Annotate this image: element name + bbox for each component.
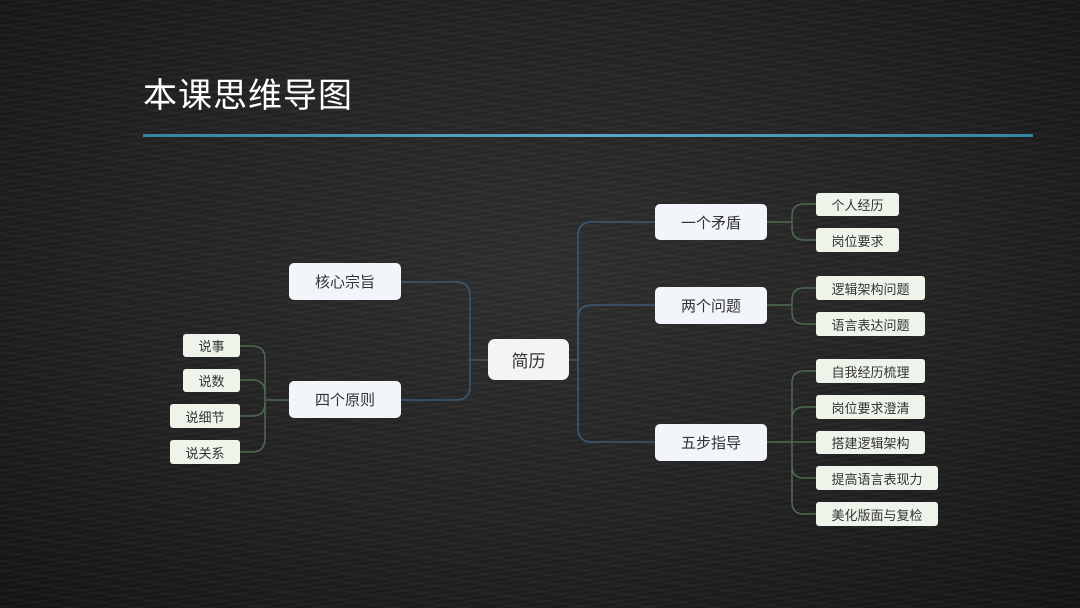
node-principles[interactable]: 四个原则 (289, 381, 401, 418)
connector-root-principles (401, 360, 471, 401)
node-five-steps[interactable]: 五步指导 (655, 424, 767, 461)
leaf-node[interactable]: 说关系 (170, 440, 240, 464)
leaf-node[interactable]: 说数 (183, 369, 240, 392)
leaf-node[interactable]: 逻辑架构问题 (816, 276, 925, 300)
node-contradiction[interactable]: 一个矛盾 (655, 204, 767, 240)
root-node[interactable]: 简历 (488, 339, 569, 380)
leaf-node[interactable]: 自我经历梳理 (816, 359, 925, 383)
title-underline (143, 134, 1033, 137)
leaf-node[interactable]: 个人经历 (816, 193, 899, 216)
page-title: 本课思维导图 (143, 76, 353, 116)
connector-root-core (401, 281, 488, 361)
connector-right-3 (577, 360, 655, 443)
node-two-problems[interactable]: 两个问题 (655, 287, 767, 324)
leaf-node[interactable]: 说细节 (170, 404, 240, 428)
leaf-node[interactable]: 美化版面与复检 (816, 502, 938, 526)
connector-right-2 (577, 304, 655, 360)
node-core[interactable]: 核心宗旨 (289, 263, 401, 300)
leaf-node[interactable]: 岗位要求 (816, 228, 899, 252)
leaf-node[interactable]: 提高语言表现力 (816, 466, 938, 490)
connector-right-1 (577, 221, 655, 360)
leaf-node[interactable]: 说事 (183, 334, 240, 357)
leaf-node[interactable]: 语言表达问题 (816, 312, 925, 336)
leaf-node[interactable]: 搭建逻辑架构 (816, 431, 925, 454)
leaf-node[interactable]: 岗位要求澄清 (816, 395, 925, 419)
